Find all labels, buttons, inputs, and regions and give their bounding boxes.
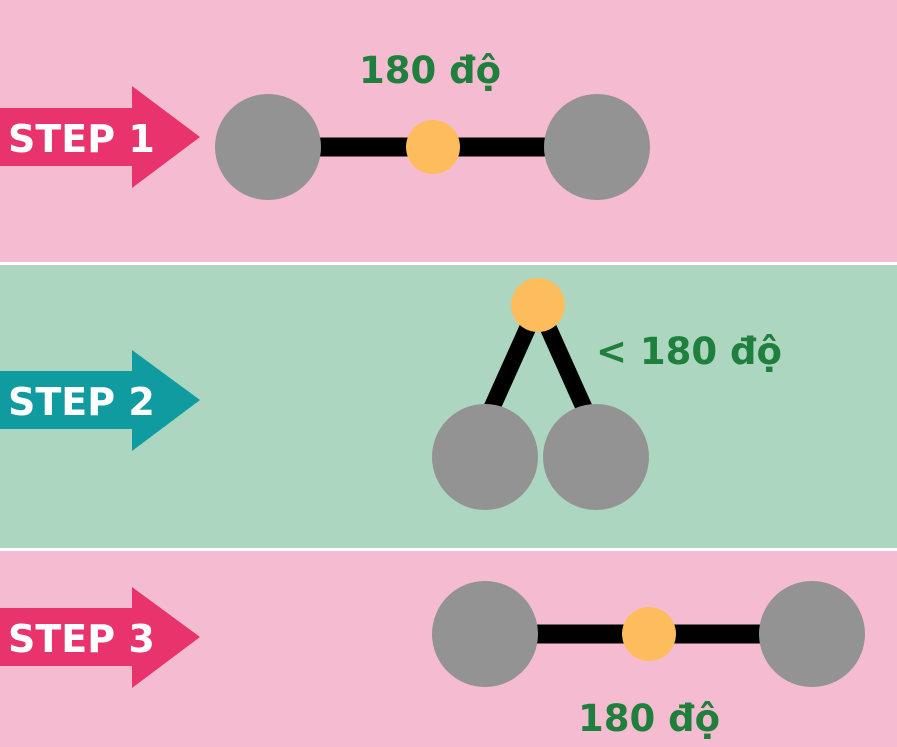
step-3-central-atom <box>622 607 676 661</box>
step-2-left-atom <box>432 404 538 510</box>
step-3: STEP 3 180 độ <box>0 581 865 740</box>
step-1-angle-label: 180 độ <box>359 49 501 92</box>
step-1: STEP 1 180 độ <box>0 49 650 200</box>
step-1-central-atom <box>406 120 460 174</box>
step-2-arrow <box>0 350 200 451</box>
step-3-left-atom <box>432 581 538 687</box>
step-3-label: STEP 3 <box>8 617 155 661</box>
step-1-right-atom <box>544 94 650 200</box>
step-2: STEP 2 < 180 độ <box>0 278 782 510</box>
step-1-arrow <box>0 86 200 188</box>
step-1-label: STEP 1 <box>8 117 155 161</box>
step-3-right-atom <box>759 581 865 687</box>
step-2-central-atom <box>511 278 565 332</box>
step-2-label: STEP 2 <box>8 380 155 424</box>
step-1-left-atom <box>215 94 321 200</box>
step-2-right-atom <box>543 404 649 510</box>
step-3-arrow <box>0 587 200 688</box>
step-3-angle-label: 180 độ <box>578 697 720 740</box>
step-2-angle-label: < 180 độ <box>596 330 782 373</box>
